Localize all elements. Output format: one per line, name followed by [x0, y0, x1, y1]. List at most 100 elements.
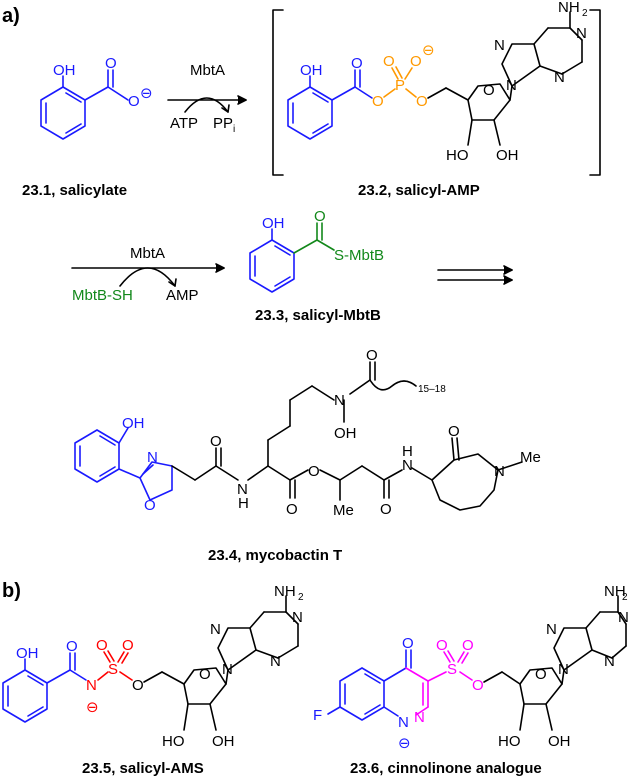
n-methyl-label: Me [520, 449, 541, 466]
chain-length-label: 15–18 [418, 384, 446, 395]
caption-23-3: 23.3, salicyl-MbtB [255, 307, 381, 324]
hydroxyl-label: OH [300, 62, 323, 79]
carbonyl-oxygen-label: O [66, 638, 78, 655]
negative-charge-icon: ⊖ [422, 42, 435, 59]
ribose-ring-oxygen-label: O [535, 666, 547, 683]
ppi-subscript: i [233, 124, 235, 135]
amine-subscript: 2 [622, 592, 628, 603]
sulfamide-n-label: N [86, 677, 97, 694]
adenine-n1-label: N [576, 25, 587, 42]
adenine-n7-label: N [494, 37, 505, 54]
amide-h-label: H [238, 495, 249, 512]
hydroxyl-label: OH [262, 215, 285, 232]
reaction-arrow-2: MbtA MbtB-SH AMP [71, 245, 225, 304]
enzyme-label-1: MbtA [190, 62, 225, 79]
amine-label: NH [558, 0, 580, 16]
lactam-n-label: N [494, 463, 505, 480]
sulfonyl-oxygen-1-label: O [436, 637, 448, 654]
adenine-n3-label: N [554, 69, 565, 86]
structure-salicyl-ams: OH O N ⊖ S O O O [2, 583, 304, 750]
hydroxamate-n-label: N [334, 392, 345, 409]
hydroxyl-label: OH [53, 62, 76, 79]
sulfur-label: S [447, 661, 457, 678]
adenine-n7-label: N [210, 621, 221, 638]
hydroxyl-2-label: OH [548, 733, 571, 750]
negative-charge-icon: ⊖ [140, 85, 153, 102]
methyl-label: Me [333, 502, 354, 519]
phosphorus-label: P [395, 77, 405, 94]
panel-label-b: b) [2, 580, 21, 602]
adenine-n3-label: N [604, 653, 615, 670]
structure-salicyl-mbtb: OH O S-MbtB [249, 208, 384, 293]
hydroxyl-label: OH [16, 645, 39, 662]
caption-23-5: 23.5, salicyl-AMS [82, 760, 204, 777]
hydroxyl-2-label: OH [496, 147, 519, 164]
ketone-oxygen-label: O [402, 635, 414, 652]
hydroxyl-3-label: HO [498, 733, 521, 750]
carbonyl-oxygen-label: O [105, 55, 117, 72]
caption-23-6: 23.6, cinnolinone analogue [350, 760, 542, 777]
sulfonyl-oxygen-1-label: O [96, 637, 108, 654]
ester-oxygen-label: O [308, 463, 320, 480]
caption-23-4: 23.4, mycobactin T [208, 547, 342, 564]
adenine-n9-label: N [222, 661, 233, 678]
amine-subscript: 2 [582, 8, 588, 19]
structure-salicyl-amp: OH O O P O O ⊖ O O HO OH [272, 0, 601, 176]
amide-n-label: N [237, 481, 248, 498]
ppi-label: PP [213, 115, 233, 132]
negative-charge-icon: ⊖ [398, 735, 411, 752]
ester-carbonyl-label: O [286, 501, 298, 518]
reaction-arrow-1: MbtA ATP PP i [167, 62, 247, 135]
structure-salicylate: OH O O ⊖ [40, 55, 153, 140]
adenine-n3-label: N [270, 653, 281, 670]
amine-label: NH [604, 583, 626, 600]
oxazoline-n-label: N [147, 449, 158, 466]
sulfonyl-oxygen-2-label: O [462, 637, 474, 654]
oxazoline-o-label: O [144, 497, 156, 514]
ribose-5-oxygen-label: O [132, 677, 144, 694]
s-mbtb-label: S-MbtB [334, 247, 384, 264]
benzene-ring [40, 69, 129, 140]
ribose-ring-oxygen-label: O [199, 666, 211, 683]
amine-subscript: 2 [298, 592, 304, 603]
amp-label: AMP [166, 287, 199, 304]
hydroxyl-2-label: OH [212, 733, 235, 750]
adenine-n9-label: N [506, 77, 517, 94]
enzyme-label-2: MbtA [130, 245, 165, 262]
amide-oxygen-2-label: O [380, 501, 392, 518]
sulfonate-oxygen-label: O [472, 677, 484, 694]
carboxylate-oxygen-label: O [128, 93, 140, 110]
adenine-n1-label: N [292, 609, 303, 626]
ribose-ring-oxygen-label: O [483, 82, 495, 99]
phosphoryl-oxygen-label: O [383, 53, 395, 70]
caption-23-1: 23.1, salicylate [22, 182, 127, 199]
thioester-oxygen-label: O [314, 208, 326, 225]
amide-h-2-label: H [402, 443, 413, 460]
ester-oxygen-label: O [372, 93, 384, 110]
hydroxamate-oh-label: OH [334, 425, 357, 442]
negative-charge-icon: ⊖ [86, 699, 99, 716]
adenine-n1-label: N [618, 609, 629, 626]
sulfur-label: S [108, 661, 118, 678]
hydroxyl-3-label: HO [162, 733, 185, 750]
adenine-n7-label: N [546, 621, 557, 638]
ribose-5-oxygen-label: O [416, 93, 428, 110]
lactam-oxygen-label: O [448, 423, 460, 440]
structure-cinnolinone-analogue: F O N ⊖ N S O O O O HO OH N N N [313, 583, 629, 752]
mbtb-sh-label: MbtB-SH [72, 287, 133, 304]
amide-n-2-label: N [402, 457, 413, 474]
hydroxyl-label: OH [122, 415, 145, 432]
fluoro-label: F [313, 707, 322, 724]
atp-label: ATP [170, 115, 198, 132]
adenine-n9-label: N [558, 661, 569, 678]
structure-mycobactin-t: OH N O [74, 347, 541, 519]
carbonyl-oxygen-label: O [351, 55, 363, 72]
acyl-oxygen-label: O [366, 347, 378, 364]
cinnoline-n2-label: N [414, 709, 425, 726]
cinnoline-n1-label: N [398, 714, 409, 731]
sulfonyl-oxygen-2-label: O [122, 637, 134, 654]
caption-23-2: 23.2, salicyl-AMP [358, 182, 480, 199]
panel-label-a: a) [2, 5, 20, 27]
multistep-arrow [437, 265, 513, 285]
